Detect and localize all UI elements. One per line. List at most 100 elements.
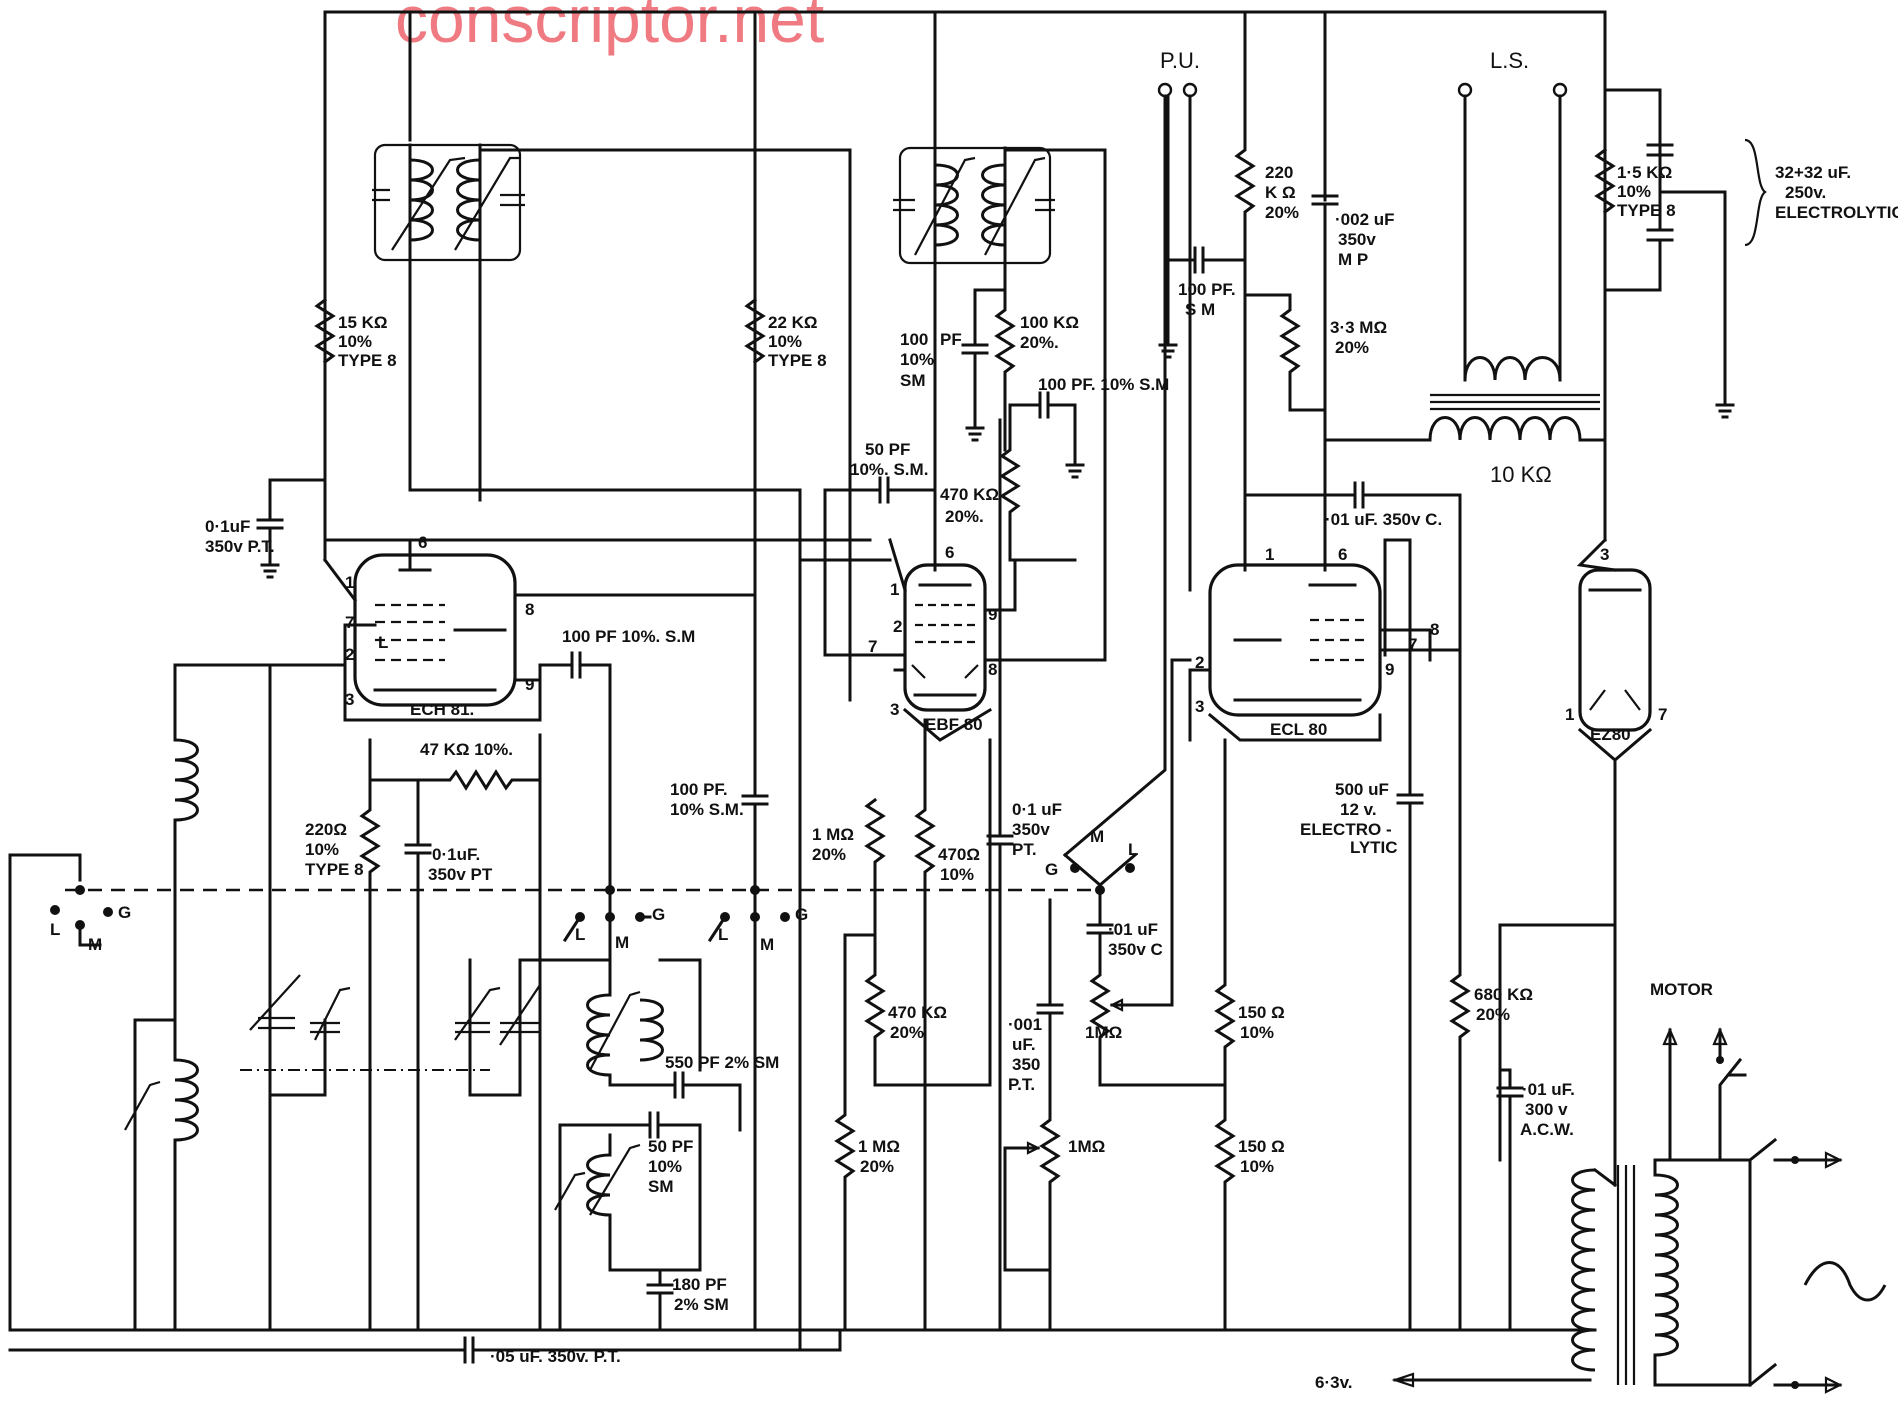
c50a-value: 50 PF: [865, 440, 910, 459]
svg-text:1: 1: [1265, 545, 1274, 564]
c01c-type: PT.: [1012, 840, 1037, 859]
c01b2-volt: 350v C: [1108, 940, 1163, 959]
c01a-value: 0·1uF: [205, 517, 250, 536]
watermark: conscriptor.net: [395, 0, 824, 56]
r150a-tol: 10%: [1240, 1023, 1274, 1042]
c50b-type: SM: [648, 1177, 674, 1196]
svg-text:G: G: [652, 905, 665, 924]
c100a-value: 100 PF 10%. S.M: [562, 627, 695, 646]
resistor-470: 470Ω 10%: [914, 718, 980, 1332]
valve-ecl80: ECL 80 1 2 3 6 7 8 9: [1188, 545, 1462, 742]
r220-value: 220Ω: [305, 820, 347, 839]
r1mb-tol: 20%: [860, 1157, 894, 1176]
resistor-470k-a: 470 KΩ 20%.: [940, 428, 1021, 562]
cap-05: ·05 uF. 350v. P.T.: [8, 1328, 842, 1366]
svg-text:2: 2: [893, 617, 902, 636]
c180-tol: 2% SM: [674, 1295, 729, 1314]
waveband-switch: L M G L M G L M G G M L: [8, 827, 1138, 1332]
svg-text:8: 8: [1430, 620, 1439, 639]
cap-01-a: ·01 uF. 350v C.: [1243, 481, 1462, 662]
resistor-3m3: 3·3 MΩ 20%: [1263, 293, 1387, 412]
svg-text:6: 6: [418, 533, 427, 552]
svg-text:L: L: [50, 920, 60, 939]
pot-tone: 1MΩ: [1003, 1108, 1105, 1332]
resistor-1k5: 1·5 KΩ 10% TYPE 8: [1594, 147, 1676, 220]
c002-volt: 350v: [1338, 230, 1376, 249]
interconnect-wires: [408, 258, 1502, 1352]
resistor-1m-b: 1 MΩ 20%: [834, 933, 900, 1332]
r3m3-value: 3·3 MΩ: [1330, 318, 1387, 337]
cap-550: 550 PF 2% SM: [608, 1053, 779, 1132]
transformer-impedance: 10 KΩ: [1490, 462, 1552, 487]
svg-text:8: 8: [525, 600, 534, 619]
c500-volt: 12 v.: [1340, 800, 1377, 819]
r470-tol: 10%: [940, 865, 974, 884]
svg-text:6: 6: [945, 543, 954, 562]
svg-text:1: 1: [1565, 705, 1574, 724]
cap-100pf-b: 100 PF. 10% S.M.: [670, 418, 769, 1332]
c05-value: ·05 uF. 350v. P.T.: [490, 1347, 621, 1366]
c500-type2: LYTIC: [1350, 838, 1398, 857]
earth-rail: [133, 923, 1617, 1332]
svg-text:7: 7: [1408, 635, 1417, 654]
c50b-tol: 10%: [648, 1157, 682, 1176]
r220-tol: 10%: [305, 840, 339, 859]
pot-volume: 1MΩ: [1085, 938, 1227, 1087]
r1ma-tol: 20%: [812, 845, 846, 864]
cap-01-c: ·01 uF. 300 v A.C.W.: [1496, 1068, 1575, 1332]
pot1-value: 1MΩ: [1085, 1023, 1122, 1042]
c01b2-value: ·01 uF: [1108, 920, 1158, 939]
r22k-tol: 10%: [768, 332, 802, 351]
r150b-value: 150 Ω: [1238, 1137, 1285, 1156]
c01b-value: 0·1uF.: [432, 845, 480, 864]
if-transformer-2: [893, 146, 1107, 657]
svg-text:9: 9: [1385, 660, 1394, 679]
speaker-label: L.S.: [1490, 48, 1529, 73]
resistor-470k-b: 470 KΩ 20%: [864, 738, 992, 1087]
r1k5-type: TYPE 8: [1617, 201, 1676, 220]
r15k-type: TYPE 8: [338, 351, 397, 370]
r1k5-tol: 10%: [1617, 182, 1651, 201]
cap-180: 180 PF 2% SM: [646, 1268, 729, 1332]
svg-text:1: 1: [345, 573, 354, 592]
resistor-100k: 100 KΩ 20%.: [994, 288, 1079, 452]
resistor-150-a: 150 Ω 10%: [1214, 738, 1285, 1092]
c001-value: ·001: [1008, 1015, 1042, 1034]
c550-value: 550 PF 2% SM: [665, 1053, 779, 1072]
svg-text:8: 8: [988, 660, 997, 679]
oscillator-coils: [554, 898, 702, 1332]
pickup-label: P.U.: [1160, 48, 1200, 73]
c50a-tol: 10%. S.M.: [850, 460, 928, 479]
cap-32-32: 32+32 uF. 250v. ELECTROLYTIC: [1603, 88, 1898, 419]
r220k-tol: 20%: [1265, 203, 1299, 222]
r15k-tol: 10%: [338, 332, 372, 351]
ecl80-label: ECL 80: [1270, 720, 1327, 739]
svg-text:3: 3: [890, 700, 899, 719]
r22k-type: TYPE 8: [768, 351, 827, 370]
r100k-tol: 20%.: [1020, 333, 1059, 352]
r15k-value: 15 KΩ: [338, 313, 388, 332]
svg-text:L: L: [1128, 840, 1138, 859]
ht-rail: [323, 10, 1662, 562]
cap-50pf-b: 50 PF 10% SM: [558, 1111, 702, 1272]
r470ka-value: 470 KΩ: [940, 485, 999, 504]
r470kb-tol: 20%: [890, 1023, 924, 1042]
svg-text:M: M: [615, 933, 629, 952]
tuning-gang: [240, 663, 612, 1332]
pickup-input: P.U.: [1062, 48, 1200, 858]
resistor-15k: 15 KΩ 10% TYPE 8: [314, 297, 397, 370]
c500-value: 500 uF: [1335, 780, 1389, 799]
svg-text:7: 7: [345, 613, 354, 632]
resistor-1m-a: 1 MΩ 20%: [812, 797, 886, 937]
svg-text:L: L: [575, 925, 585, 944]
svg-text:7: 7: [868, 637, 877, 656]
c002-type: M P: [1338, 250, 1368, 269]
svg-text:6: 6: [1338, 545, 1347, 564]
c001-volt: 350: [1012, 1055, 1040, 1074]
c100b-tol: 10% S.M.: [670, 800, 744, 819]
ebf80-label: EBF 80: [925, 715, 983, 734]
ez80-label: EZ80: [1590, 725, 1631, 744]
valve-ez80: EZ80 3 1 7: [1565, 537, 1667, 1187]
pot2-value: 1MΩ: [1068, 1137, 1105, 1156]
